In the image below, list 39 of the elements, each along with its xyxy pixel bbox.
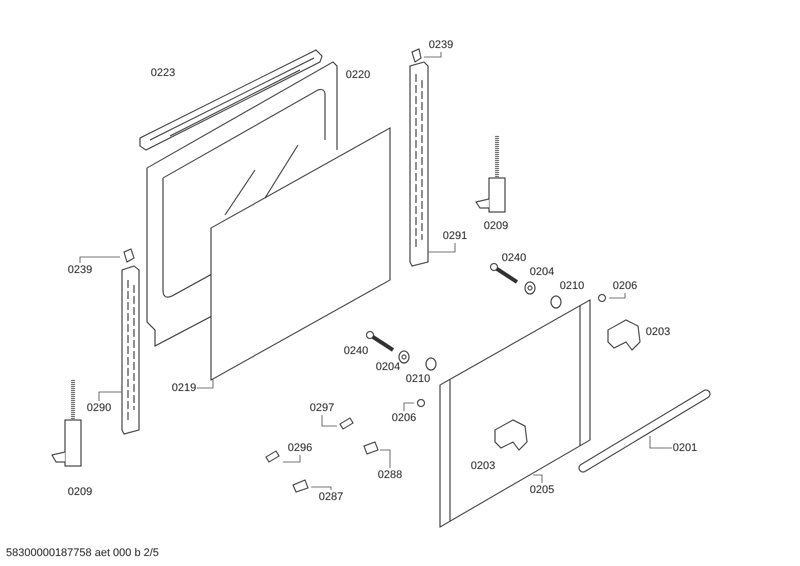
leader-line: [608, 292, 626, 298]
leader-line: [310, 486, 332, 490]
leader-line: [428, 242, 456, 252]
callout-number: 0219: [172, 382, 196, 394]
callout-number: 0204: [530, 266, 554, 278]
leader-line: [80, 256, 120, 264]
callout-number: 0287: [318, 491, 344, 503]
callout-number: 0296: [288, 442, 312, 454]
callout-number: 0288: [378, 469, 402, 481]
callout-number: 0204: [376, 361, 400, 373]
callout-number: 0201: [672, 442, 698, 454]
callout-number: 0203: [470, 460, 496, 472]
leader-line: [380, 450, 390, 468]
callout-number: 0210: [560, 280, 584, 292]
leader-line: [282, 454, 300, 462]
callout-number: 0220: [346, 69, 370, 81]
callout-number: 0297: [310, 402, 334, 414]
leader-line: [650, 436, 672, 448]
leader-line: [322, 414, 338, 426]
callout-number: 0240: [344, 345, 368, 357]
leader-line: [532, 474, 542, 484]
leader-line: [98, 392, 122, 402]
callout-number: 0209: [484, 220, 508, 232]
callout-number: 0205: [530, 484, 554, 496]
leader-line: [404, 402, 414, 412]
callout-number: 0209: [68, 486, 92, 498]
callout-number: 0239: [68, 264, 92, 276]
leader-line: [424, 52, 442, 58]
leader-line: [196, 378, 214, 388]
callout-number: 0206: [392, 412, 416, 424]
callout-number: 0203: [646, 326, 670, 338]
drawing-number: 58300000187758 aet 000 b 2/5: [6, 547, 159, 559]
callout-number: 0210: [406, 373, 430, 385]
callout-number: 0290: [86, 402, 112, 414]
callout-number: 0239: [428, 39, 454, 51]
callout-number: 0206: [612, 280, 638, 292]
callout-number: 0240: [502, 252, 526, 264]
callout-number: 0291: [442, 230, 468, 242]
callout-number: 0223: [150, 67, 176, 79]
